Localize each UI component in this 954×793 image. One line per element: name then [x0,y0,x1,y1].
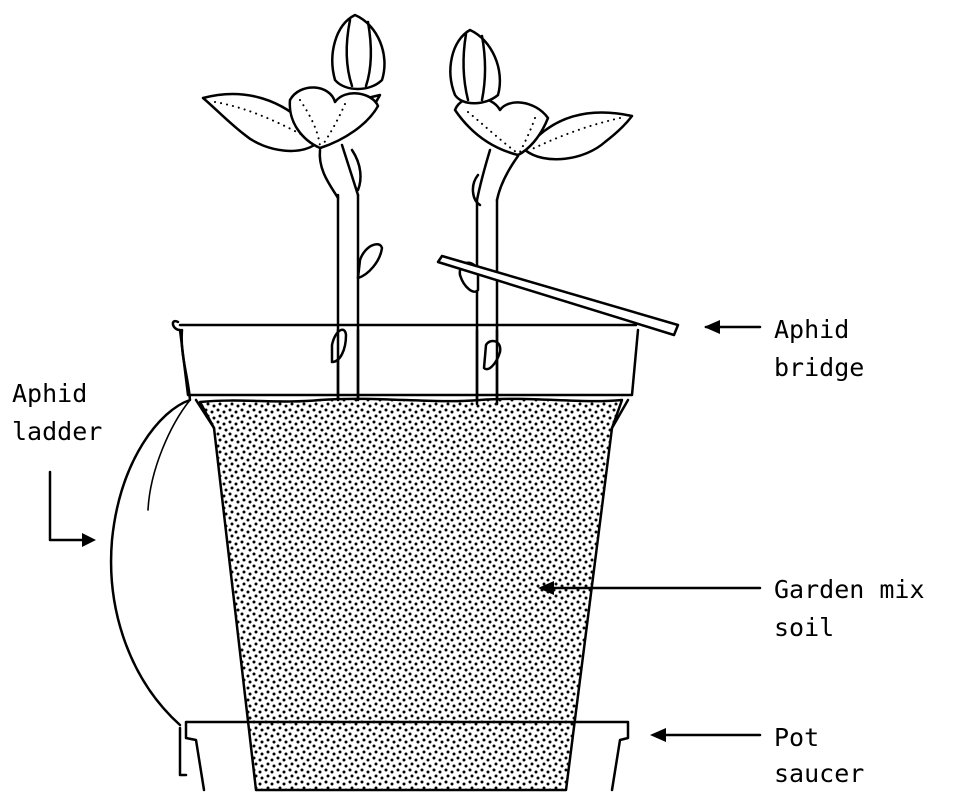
right-plant-bud [450,30,499,103]
label-pot-saucer: Pot saucer [774,723,864,788]
label-aphid-ladder: Aphid ladder [12,379,102,446]
label-garden-mix-soil: Garden mix soil [774,575,940,642]
label-aphid-ladder-line2: ladder [12,417,102,446]
label-aphid-ladder-line1: Aphid [12,379,87,408]
left-plant-bud [332,15,384,89]
pot [173,321,638,790]
label-pot-saucer-line2: saucer [774,759,864,788]
right-plant-stem [477,200,497,402]
label-garden-mix-soil-line2: soil [774,613,834,642]
arrow-aphid-bridge [704,320,760,334]
label-aphid-bridge: Aphid bridge [774,315,864,382]
aphid-bridge-stick [438,256,678,335]
aphid-ladder-wire [111,330,190,725]
arrow-aphid-ladder [50,472,96,547]
label-pot-saucer-line1: Pot [774,723,819,752]
label-aphid-bridge-line2: bridge [774,353,864,382]
arrow-pot-saucer [650,728,760,742]
left-plant-stem [338,195,358,398]
label-garden-mix-soil-line1: Garden mix [774,575,925,604]
soil [200,399,622,790]
pot-rim [173,321,638,395]
label-aphid-bridge-line1: Aphid [774,315,849,344]
